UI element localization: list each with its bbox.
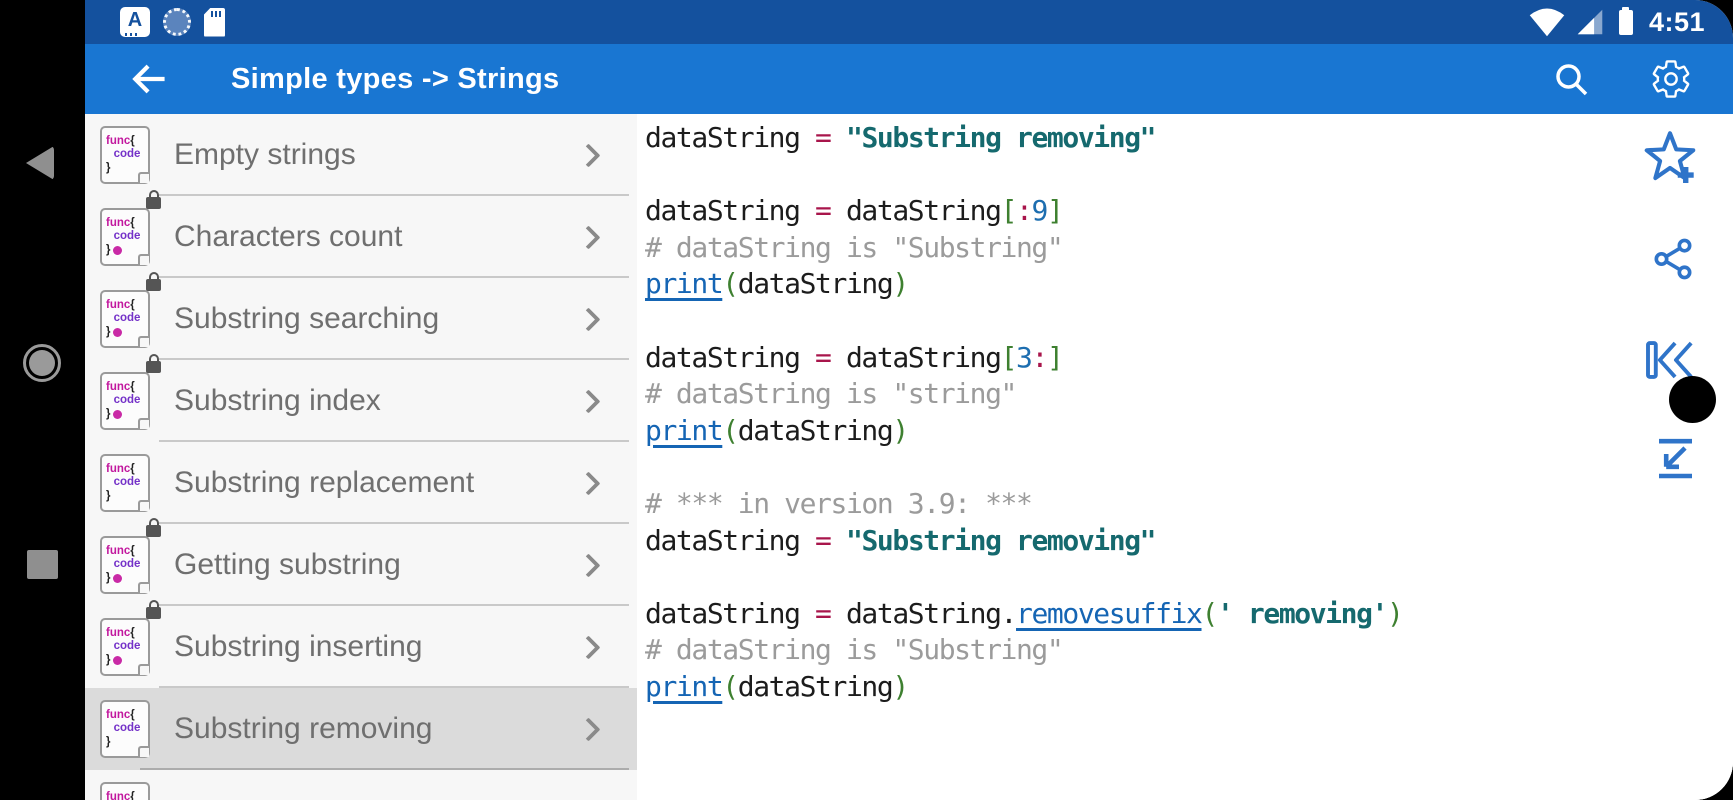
dot-badge	[113, 574, 123, 583]
list-item-label: Characters count	[174, 220, 403, 253]
code-snippet-icon: func{code}	[100, 698, 152, 760]
code-snippet-icon: func{code}	[100, 272, 161, 350]
status-bar: A 4:51	[85, 0, 1733, 44]
dot-badge	[113, 410, 123, 419]
code-view[interactable]: dataString = "Substring removing" dataSt…	[637, 114, 1733, 800]
chevron-right-icon	[576, 470, 601, 496]
main-area: func{code} Empty strings func{code} Char…	[85, 114, 1733, 800]
list-item-label: Substring index	[174, 384, 381, 417]
loading-spinner-icon	[163, 8, 191, 36]
list-item-selected[interactable]: func{code} Substring removing	[85, 688, 637, 770]
chevron-right-icon	[576, 634, 601, 660]
list-item[interactable]: func{code} Empty strings	[85, 114, 637, 196]
topic-list: func{code} Empty strings func{code} Char…	[85, 114, 637, 800]
battery-icon	[1618, 6, 1633, 35]
chevron-right-icon	[576, 388, 601, 414]
chevron-right-icon	[576, 552, 601, 578]
back-arrow-icon[interactable]	[125, 55, 173, 103]
nav-home-icon[interactable]	[23, 344, 61, 382]
settings-gear-icon[interactable]	[1649, 57, 1693, 101]
list-item-label: Substring removing	[174, 712, 433, 745]
skip-to-start-icon[interactable]	[1640, 338, 1700, 382]
android-nav-bar	[0, 0, 85, 800]
dot-badge	[113, 328, 123, 337]
list-item-label: Empty strings	[174, 138, 356, 171]
list-item[interactable]: func{code} Substring searching	[85, 272, 637, 360]
chevron-right-icon	[576, 306, 601, 332]
code-snippet-icon: func{code}	[100, 600, 161, 678]
list-item-partial[interactable]: func{code}	[85, 770, 637, 800]
list-item[interactable]: func{code} Getting substring	[85, 518, 637, 606]
status-bar-left: A	[120, 7, 1529, 37]
lock-icon	[146, 272, 161, 291]
app-bar: Simple types -> Strings	[85, 44, 1733, 114]
clock: 4:51	[1648, 6, 1705, 37]
lock-icon	[146, 190, 161, 209]
list-item-label: Substring inserting	[174, 630, 423, 663]
list-item-label: Substring searching	[174, 302, 440, 335]
list-item[interactable]: func{code} Characters count	[85, 190, 637, 278]
lock-icon	[146, 354, 161, 373]
dot-badge	[113, 656, 123, 665]
search-icon[interactable]	[1551, 59, 1591, 99]
code-snippet-icon: func{code}	[100, 452, 152, 514]
sd-card-icon	[204, 7, 225, 37]
record-dot[interactable]	[1669, 376, 1716, 423]
app-window: A 4:51 Sim	[85, 0, 1733, 800]
favorite-add-icon[interactable]	[1640, 130, 1700, 186]
chevron-right-icon	[576, 224, 601, 250]
code-snippet-icon: func{code}	[100, 780, 152, 800]
chevron-right-icon	[576, 716, 601, 742]
code-lines: dataString = "Substring removing" dataSt…	[645, 121, 1404, 703]
chevron-right-icon	[576, 142, 601, 168]
dot-badge	[113, 246, 123, 255]
share-icon[interactable]	[1643, 236, 1703, 282]
list-item[interactable]: func{code} Substring inserting	[85, 600, 637, 688]
jump-down-left-icon[interactable]	[1645, 434, 1705, 482]
nav-back-icon[interactable]	[26, 146, 54, 180]
status-bar-right: 4:51	[1529, 6, 1705, 38]
code-snippet-icon: func{code}	[100, 124, 152, 186]
list-item-label: Getting substring	[174, 548, 401, 581]
code-snippet-icon: func{code}	[100, 190, 161, 268]
page-title: Simple types -> Strings	[231, 62, 560, 95]
list-item[interactable]: func{code} Substring index	[85, 354, 637, 442]
wifi-icon	[1529, 8, 1565, 37]
lock-icon	[146, 600, 161, 619]
translator-app-icon: A	[120, 7, 150, 37]
code-snippet-icon: func{code}	[100, 354, 161, 432]
lock-icon	[146, 518, 161, 537]
list-item[interactable]: func{code} Substring replacement	[85, 442, 637, 524]
nav-recents-icon[interactable]	[27, 550, 58, 579]
cell-signal-icon	[1577, 9, 1603, 35]
code-snippet-icon: func{code}	[100, 518, 161, 596]
list-item-label: Substring replacement	[174, 466, 475, 499]
